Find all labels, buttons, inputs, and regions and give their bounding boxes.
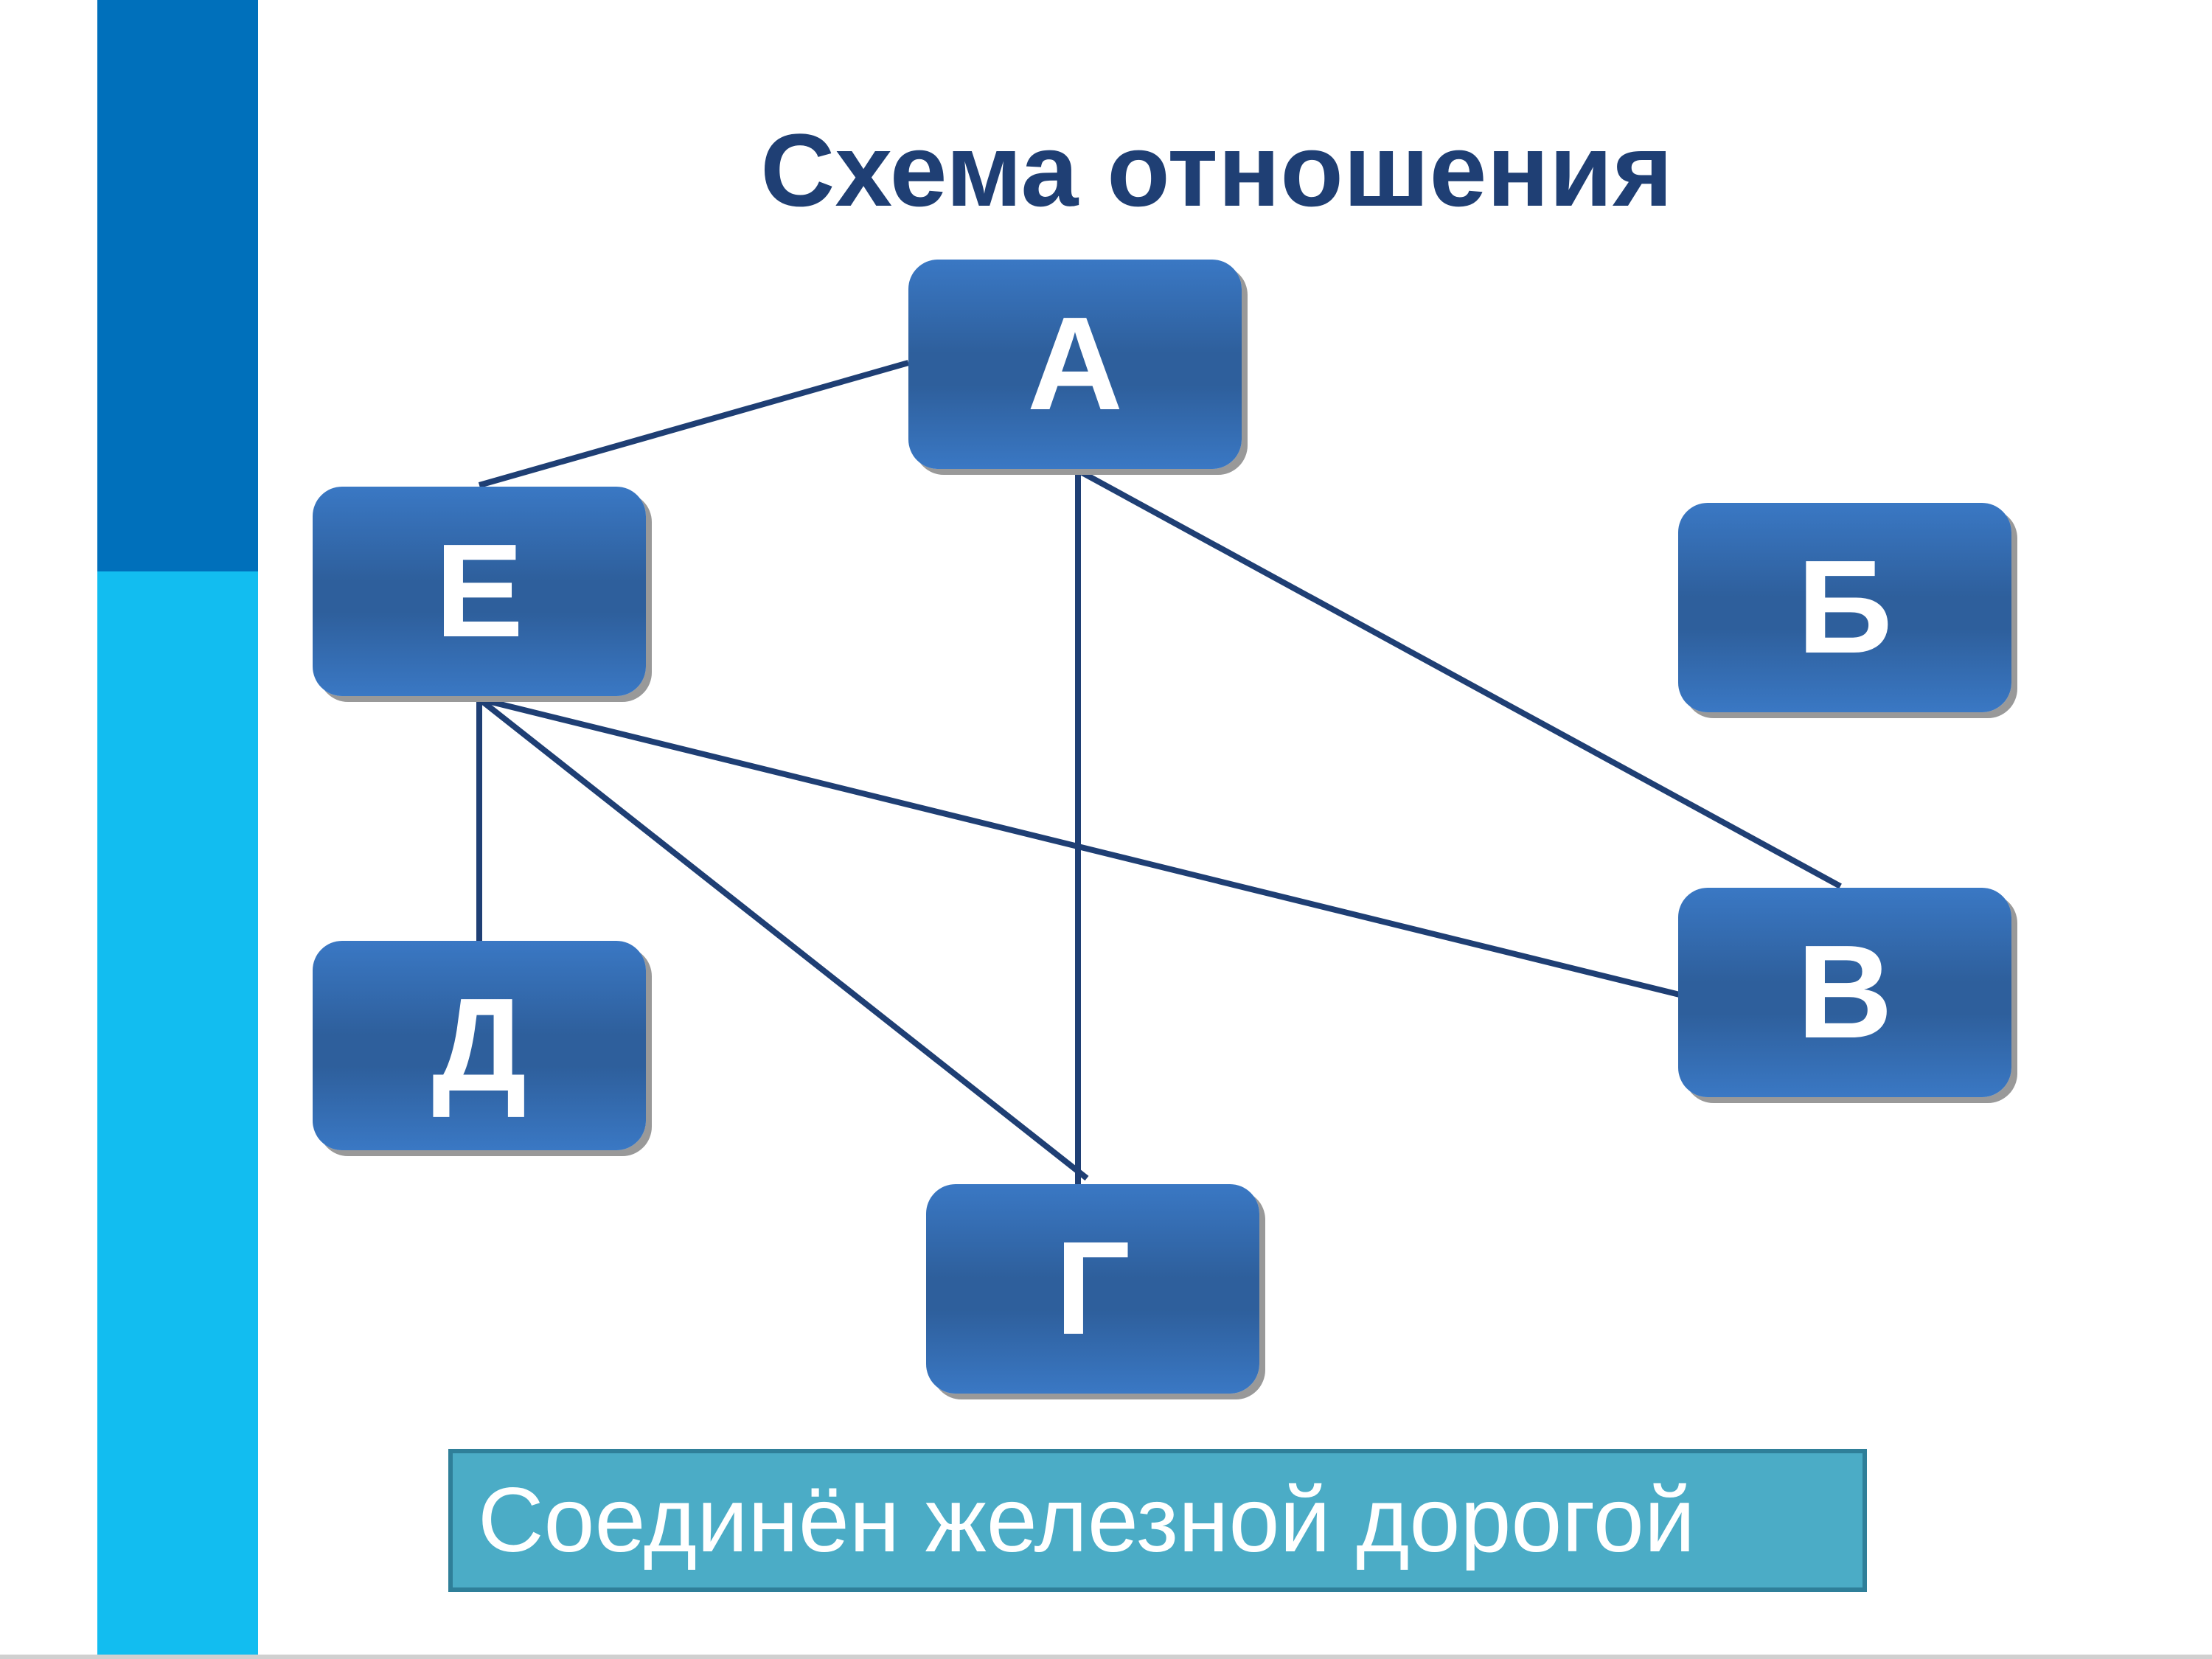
node-a: А [908,260,1242,469]
edge-e-g [477,696,1089,1181]
node-g: Г [926,1184,1259,1394]
edge-a-v [1077,467,1842,889]
sidebar-accent-dark [97,0,258,571]
page-title: Схема отношения [760,112,1673,228]
caption-box: Соединён железной дорогой [448,1449,1867,1592]
sidebar-accent-light [97,571,258,1659]
bottom-divider [0,1655,2212,1659]
caption-text: Соединён железной дорогой [478,1470,1696,1571]
edge-e-v [479,696,1683,998]
node-b: Б [1678,503,2011,712]
node-d: Д [313,941,646,1150]
edge-a-e [478,360,910,488]
node-v: В [1678,888,2011,1097]
node-e: Е [313,487,646,696]
